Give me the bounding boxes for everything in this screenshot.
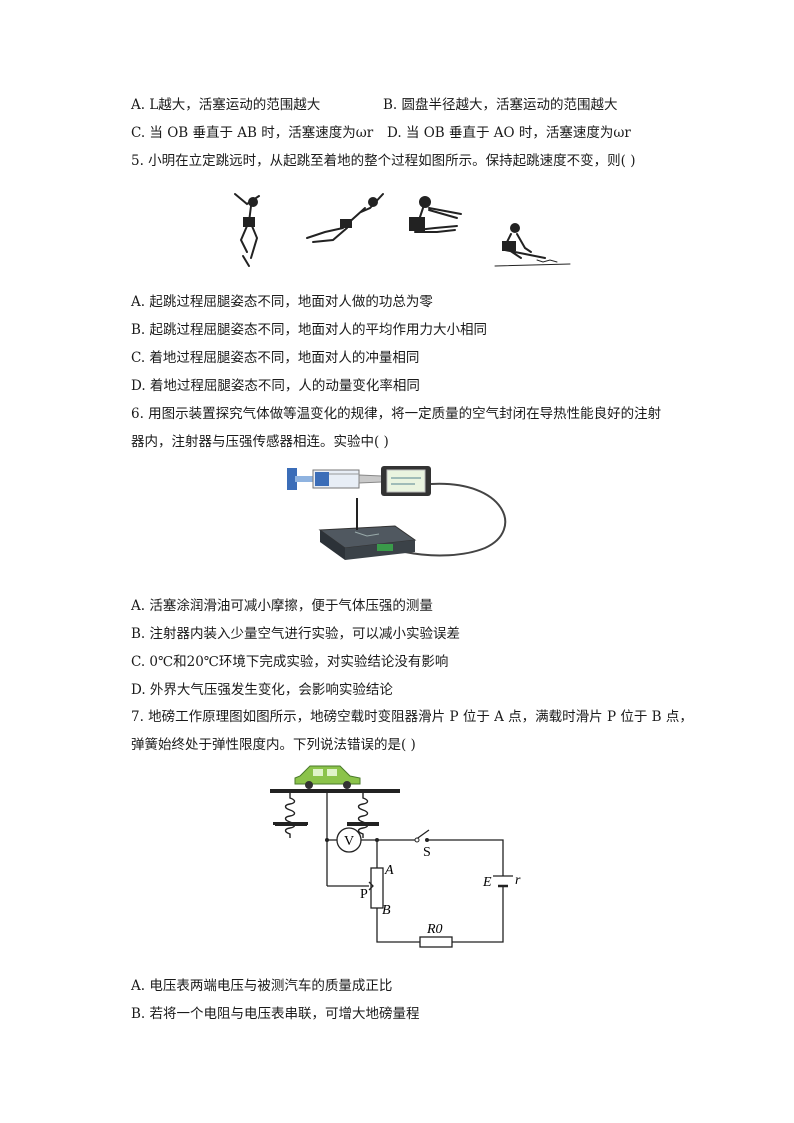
q6-option-c: C. 0℃和20℃环境下完成实验，对实验结论没有影响: [131, 654, 449, 670]
q6-option-a: A. 活塞涂润滑油可减小摩擦，便于气体压强的测量: [131, 598, 433, 614]
q7-stem-line2: 弹簧始终处于弹性限度内。下列说法错误的是( ): [131, 737, 416, 753]
switch-label: S: [423, 845, 431, 860]
resistor-label: R0: [426, 922, 443, 937]
q6-stem-line1: 6. 用图示装置探究气体做等温变化的规律，将一定质量的空气封闭在导热性能良好的注…: [131, 406, 662, 422]
q6-option-b: B. 注射器内装入少量空气进行实验，可以减小实验误差: [131, 626, 461, 642]
weighbridge-circuit-figure: V S A B P E r R0: [270, 765, 521, 948]
q6-option-d: D. 外界大气压强发生变化，会影响实验结论: [131, 682, 393, 698]
q4-option-a: A. L越大，活塞运动的范围越大: [131, 97, 321, 113]
emf-label: E: [482, 875, 492, 890]
q4-option-b: B. 圆盘半径越大，活塞运动的范围越大: [383, 97, 618, 113]
q4-option-c: C. 当 OB 垂直于 AB 时，活塞速度为ωr: [131, 125, 374, 141]
q5-option-b: B. 起跳过程屈腿姿态不同，地面对人的平均作用力大小相同: [131, 322, 488, 338]
long-jump-figure: [234, 193, 571, 267]
slider-p-label: P: [360, 887, 368, 902]
q4-option-d: D. 当 OB 垂直于 AO 时，活塞速度为ωr: [387, 125, 631, 141]
q5-option-a: A. 起跳过程屈腿姿态不同，地面对人做的功总为零: [131, 294, 433, 310]
internal-r-label: r: [515, 873, 521, 888]
point-b-label: B: [382, 903, 391, 918]
q5-option-d: D. 着地过程屈腿姿态不同，人的动量变化率相同: [131, 378, 420, 394]
voltmeter-label: V: [344, 834, 354, 849]
q6-stem-line2: 器内，注射器与压强传感器相连。实验中( ): [131, 434, 389, 450]
q7-option-b: B. 若将一个电阻与电压表串联，可增大地磅量程: [131, 1006, 420, 1022]
q5-stem: 5. 小明在立定跳远时，从起跳至着地的整个过程如图所示。保持起跳速度不变，则( …: [131, 153, 636, 169]
point-a-label: A: [384, 863, 394, 878]
q7-stem-line1: 7. 地磅工作原理图如图所示，地磅空载时变阻器滑片 P 位于 A 点，满载时滑片…: [131, 709, 693, 725]
syringe-sensor-figure: [287, 466, 507, 560]
q5-option-c: C. 着地过程屈腿姿态不同，地面对人的冲量相同: [131, 350, 420, 366]
car-icon: [294, 765, 361, 789]
q7-option-a: A. 电压表两端电压与被测汽车的质量成正比: [131, 978, 393, 994]
